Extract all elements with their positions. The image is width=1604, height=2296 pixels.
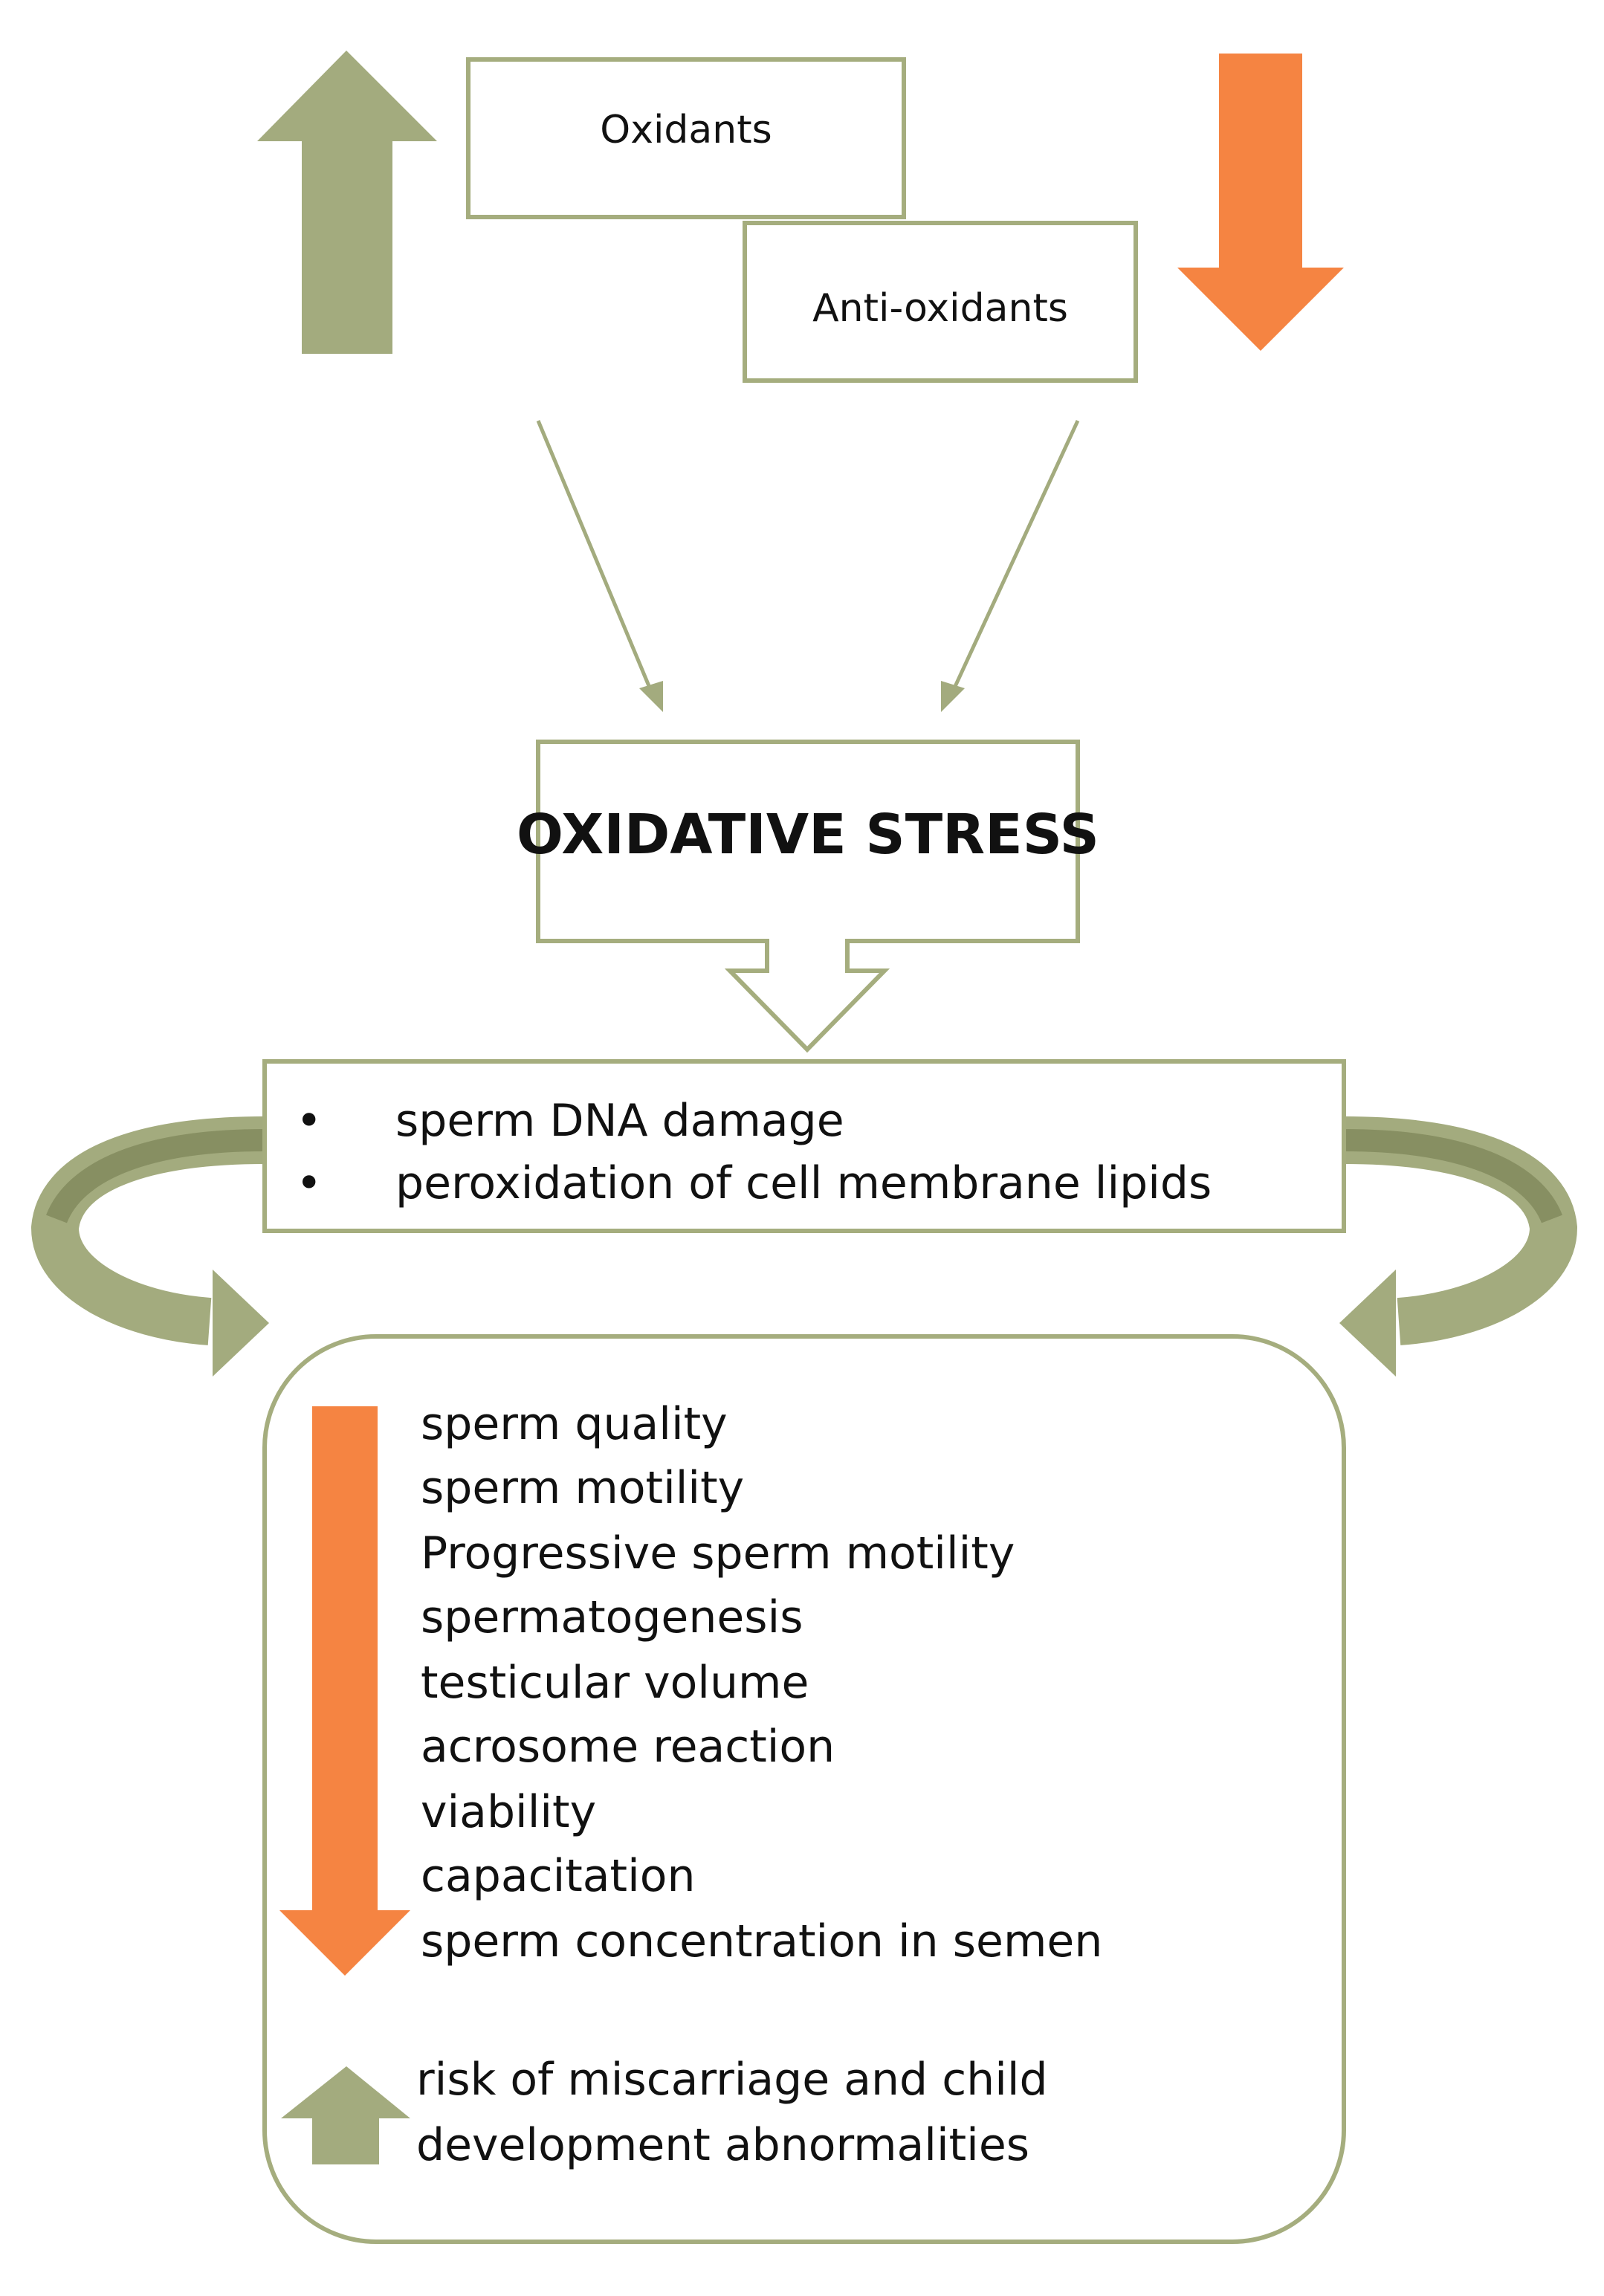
oxidants-box <box>466 57 906 219</box>
decreased-effects-list: sperm quality sperm motility Progressive… <box>421 1398 1102 1967</box>
left-converging-arrow-icon <box>536 420 663 712</box>
increased-effect-item: risk of miscarriage and child <box>416 2054 1048 2106</box>
decreased-effect-item: acrosome reaction <box>421 1721 835 1773</box>
decreased-effect-item: viability <box>421 1786 596 1838</box>
effects-box <box>262 1334 1346 2244</box>
antioxidants-box <box>743 221 1138 383</box>
damage-bullet: • <box>296 1157 322 1209</box>
decreased-effect-item: sperm quality <box>421 1398 728 1450</box>
increased-effect-item: development abnormalities <box>416 2119 1029 2171</box>
antioxidants-label: Anti-oxidants <box>812 286 1068 331</box>
decreased-effect-item: testicular volume <box>421 1657 809 1709</box>
damage-box <box>262 1059 1346 1233</box>
oxidative-stress-title: OXIDATIVE STRESS <box>517 803 1099 867</box>
damage-bullet: • <box>296 1095 322 1147</box>
increase-risk-arrow-icon <box>281 2066 410 2164</box>
damage-item: sperm DNA damage <box>395 1095 844 1147</box>
decreased-effect-item: sperm motility <box>421 1462 744 1514</box>
decrease-effects-arrow-icon <box>279 1406 410 1976</box>
increased-effects-list: risk of miscarriage and child developmen… <box>416 2054 1048 2171</box>
decreased-effect-item: Progressive sperm motility <box>421 1527 1015 1579</box>
left-curved-arrow-icon <box>30 1116 269 1377</box>
oxidative-stress-box <box>536 740 1080 1053</box>
right-curved-arrow-icon <box>1339 1116 1578 1377</box>
damage-item: peroxidation of cell membrane lipids <box>395 1157 1212 1209</box>
antioxidants-decrease-arrow-icon <box>1177 54 1344 351</box>
oxidants-increase-arrow-icon <box>257 51 437 354</box>
decreased-effect-item: sperm concentration in semen <box>421 1915 1102 1967</box>
oxidants-label: Oxidants <box>600 108 772 152</box>
decreased-effect-item: capacitation <box>421 1850 696 1902</box>
decreased-effect-item: spermatogenesis <box>421 1591 803 1643</box>
right-converging-arrow-icon <box>941 419 1080 712</box>
